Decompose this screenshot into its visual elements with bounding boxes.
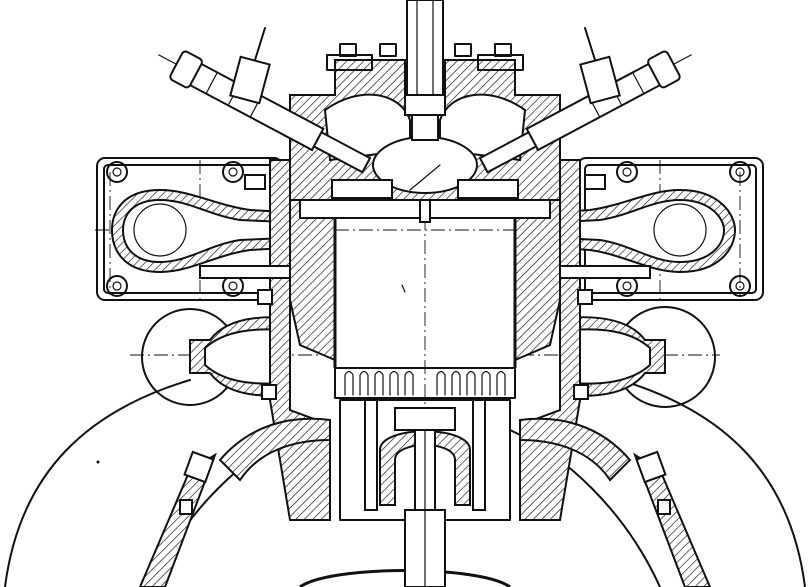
support-braces: [138, 417, 712, 587]
side-studs: [199, 174, 651, 400]
piston-skirt: [334, 367, 516, 399]
right-manifold: [559, 157, 764, 301]
top-shaft: [404, 0, 446, 141]
mark-dot: [96, 460, 100, 464]
lower-ports: [141, 306, 716, 408]
right-injector-top: [579, 27, 621, 105]
left-injector: [158, 50, 372, 174]
left-injector-top: [229, 27, 271, 105]
crosshead: [339, 399, 511, 587]
